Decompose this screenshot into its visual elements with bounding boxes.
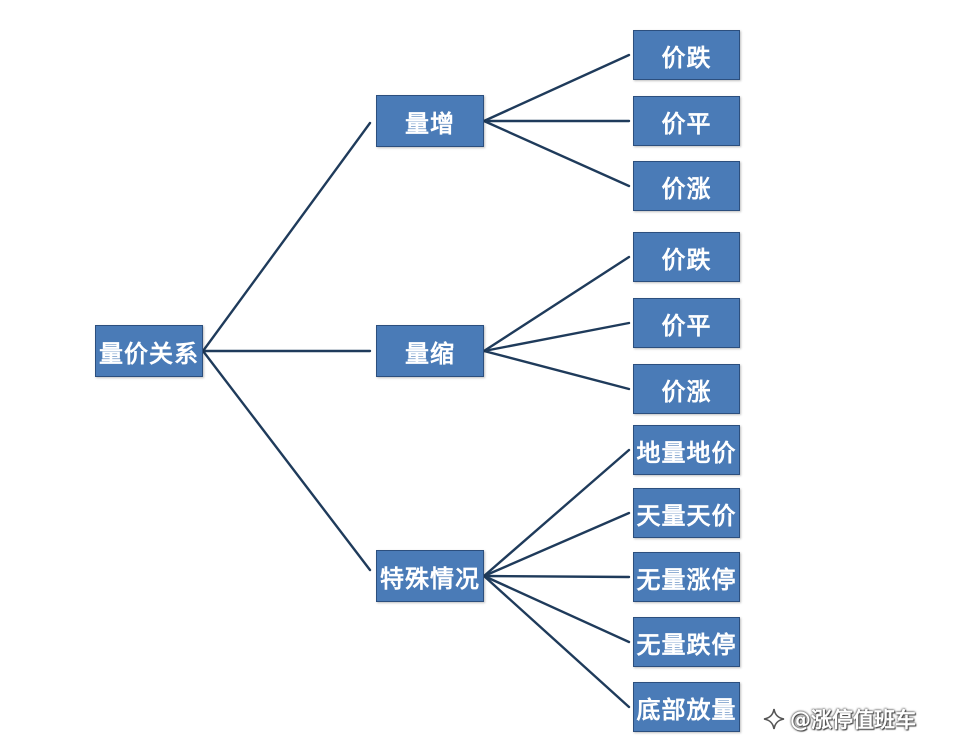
edge-b3-leaf-3	[482, 574, 631, 644]
watermark: @涨停值班车	[762, 704, 916, 734]
edge-b1-leaf-2	[482, 119, 631, 188]
edge-root-b3	[201, 349, 372, 572]
edge-b1-leaf-0	[482, 53, 631, 123]
edge-b3-leaf-0	[482, 448, 631, 578]
leaf-node-b2-0: 价跌	[633, 232, 740, 282]
branch-node-b1: 量增	[376, 95, 484, 147]
leaf-node-b3-1: 天量天价	[633, 488, 740, 538]
leaf-node-b3-4: 底部放量	[633, 682, 740, 732]
leaf-node-b1-0: 价跌	[633, 30, 740, 80]
leaf-node-b1-2: 价涨	[633, 161, 740, 211]
leaf-node-b3-2: 无量涨停	[633, 552, 740, 602]
branch-node-b3: 特殊情况	[376, 550, 484, 602]
leaf-node-b2-2: 价涨	[633, 364, 740, 414]
root-node: 量价关系	[95, 325, 203, 377]
leaf-node-b3-0: 地量地价	[633, 425, 740, 475]
leaf-node-b3-3: 无量跌停	[633, 617, 740, 667]
watermark-text: @涨停值班车	[790, 708, 916, 732]
edge-b2-leaf-0	[482, 255, 631, 353]
edge-b3-leaf-2	[482, 574, 631, 579]
edge-root-b1	[201, 121, 372, 353]
leaf-node-b1-1: 价平	[633, 96, 740, 146]
edge-b3-leaf-4	[482, 574, 631, 709]
edge-b2-leaf-2	[482, 349, 631, 391]
leaf-node-b2-1: 价平	[633, 298, 740, 348]
branch-node-b2: 量缩	[376, 325, 484, 377]
edge-b2-leaf-1	[482, 321, 631, 353]
sparkle-icon	[763, 708, 785, 730]
edge-b3-leaf-1	[482, 511, 631, 578]
